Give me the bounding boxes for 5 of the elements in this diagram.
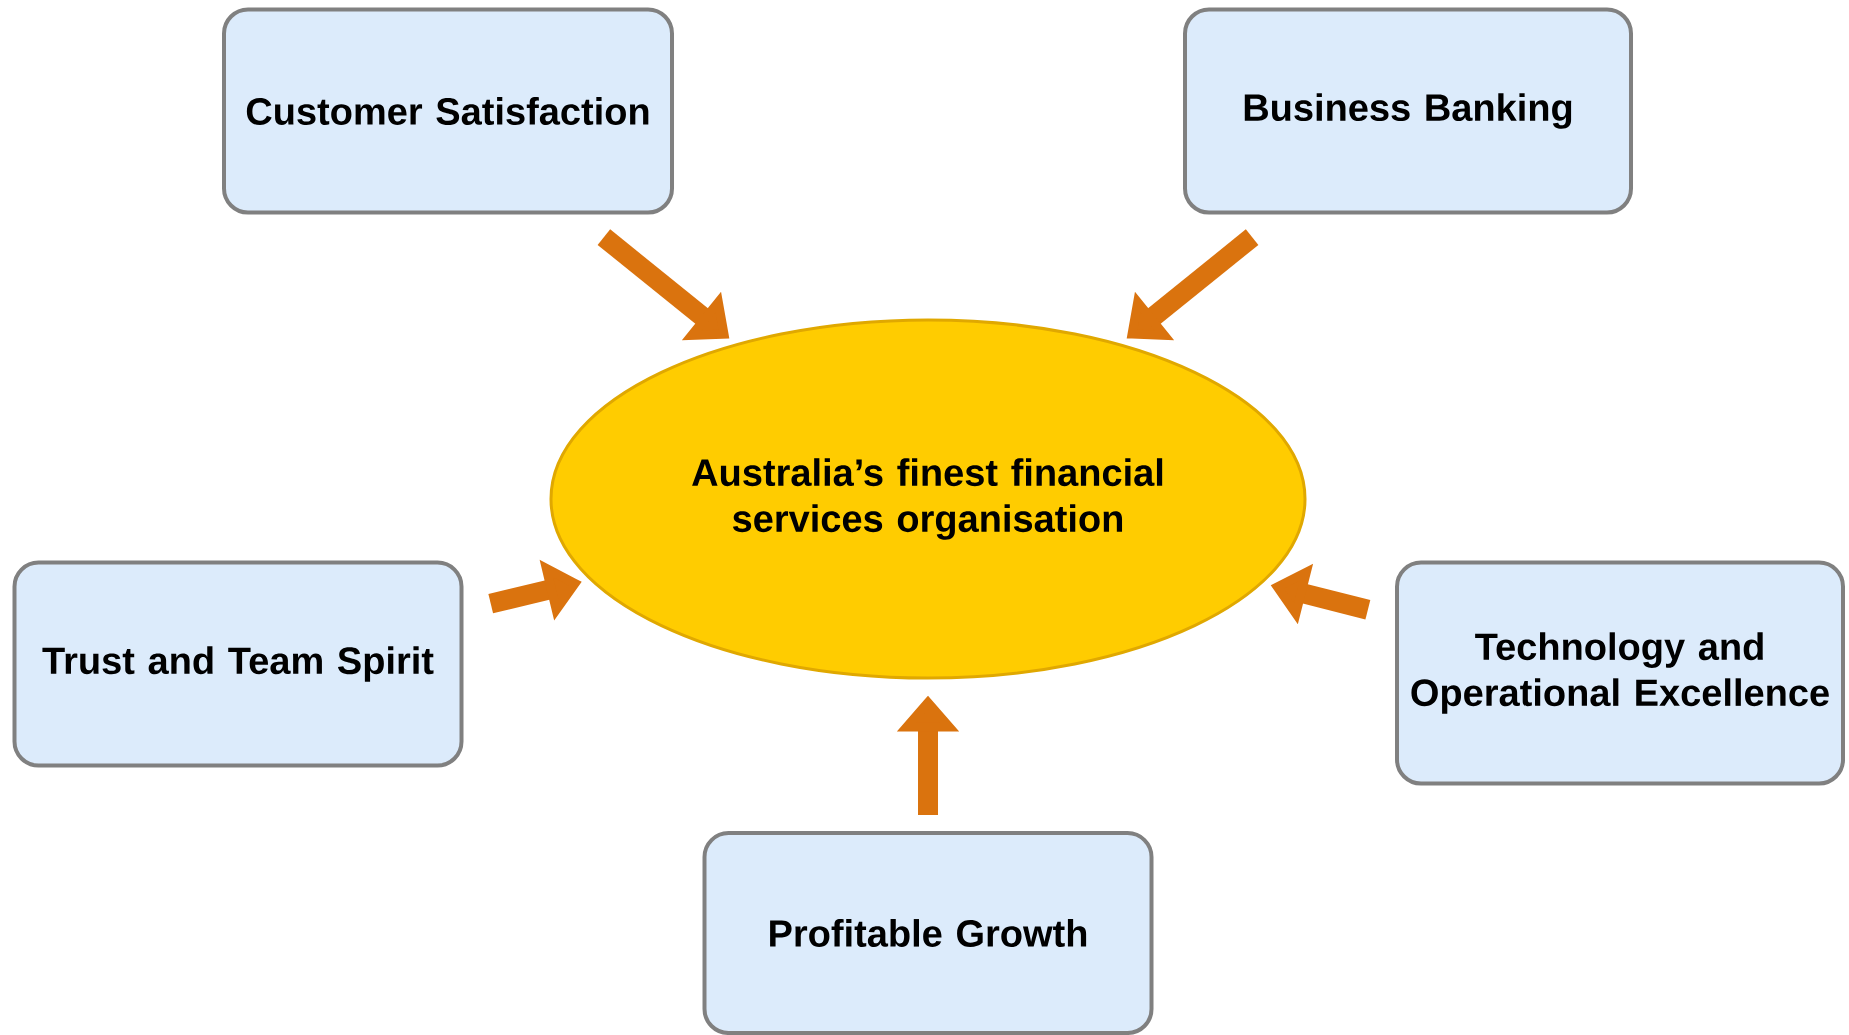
pillar-box: Technology and Operational Excellence <box>1395 560 1845 786</box>
pillar-box: Customer Satisfaction <box>222 7 674 215</box>
pillar-box: Profitable Growth <box>702 831 1154 1035</box>
pillar-box: Trust and Team Spirit <box>12 560 464 768</box>
pillar-box: Business Banking <box>1183 7 1633 215</box>
